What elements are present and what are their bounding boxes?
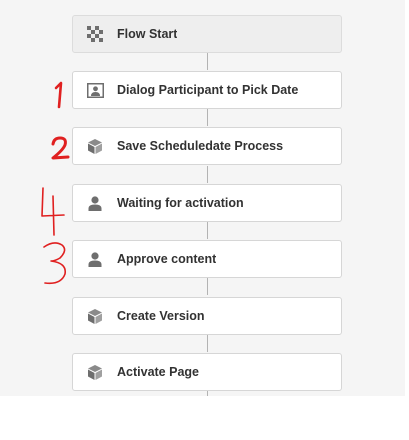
workflow-step-activate-page[interactable]: Activate Page — [72, 353, 342, 391]
process-step-icon — [86, 137, 104, 155]
workflow-step-create-version[interactable]: Create Version — [72, 297, 342, 335]
step-label: Waiting for activation — [117, 196, 244, 210]
participant-user-icon — [86, 250, 104, 268]
workflow-canvas: Flow Start Dialog Participant to Pick Da… — [72, 15, 342, 396]
dialog-participant-icon — [86, 81, 104, 99]
connector-line — [207, 391, 208, 396]
annotation-mark-4 — [41, 187, 65, 236]
connector-line — [207, 278, 208, 295]
step-label: Create Version — [117, 309, 205, 323]
workflow-step-waiting-for-activation[interactable]: Waiting for activation — [72, 184, 342, 222]
process-step-icon — [86, 363, 104, 381]
connector-line — [207, 109, 208, 126]
connector-line — [207, 222, 208, 239]
annotation-mark-1 — [54, 81, 63, 109]
participant-user-icon — [86, 194, 104, 212]
connector-line — [207, 335, 208, 352]
connector-line — [207, 166, 208, 183]
workflow-step-dialog-participant[interactable]: Dialog Participant to Pick Date — [72, 71, 342, 109]
step-label: Activate Page — [117, 365, 199, 379]
flow-start-icon — [86, 25, 104, 43]
step-label: Approve content — [117, 252, 217, 266]
step-label: Dialog Participant to Pick Date — [117, 83, 299, 97]
workflow-step-approve-content[interactable]: Approve content — [72, 240, 342, 278]
annotation-mark-2 — [51, 136, 70, 160]
step-label: Save Scheduledate Process — [117, 139, 284, 153]
connector-line — [207, 53, 208, 70]
workflow-step-flow-start[interactable]: Flow Start — [72, 15, 342, 53]
annotation-mark-3 — [43, 242, 67, 285]
workflow-step-save-scheduledate[interactable]: Save Scheduledate Process — [72, 127, 342, 165]
step-label: Flow Start — [117, 27, 178, 41]
process-step-icon — [86, 307, 104, 325]
